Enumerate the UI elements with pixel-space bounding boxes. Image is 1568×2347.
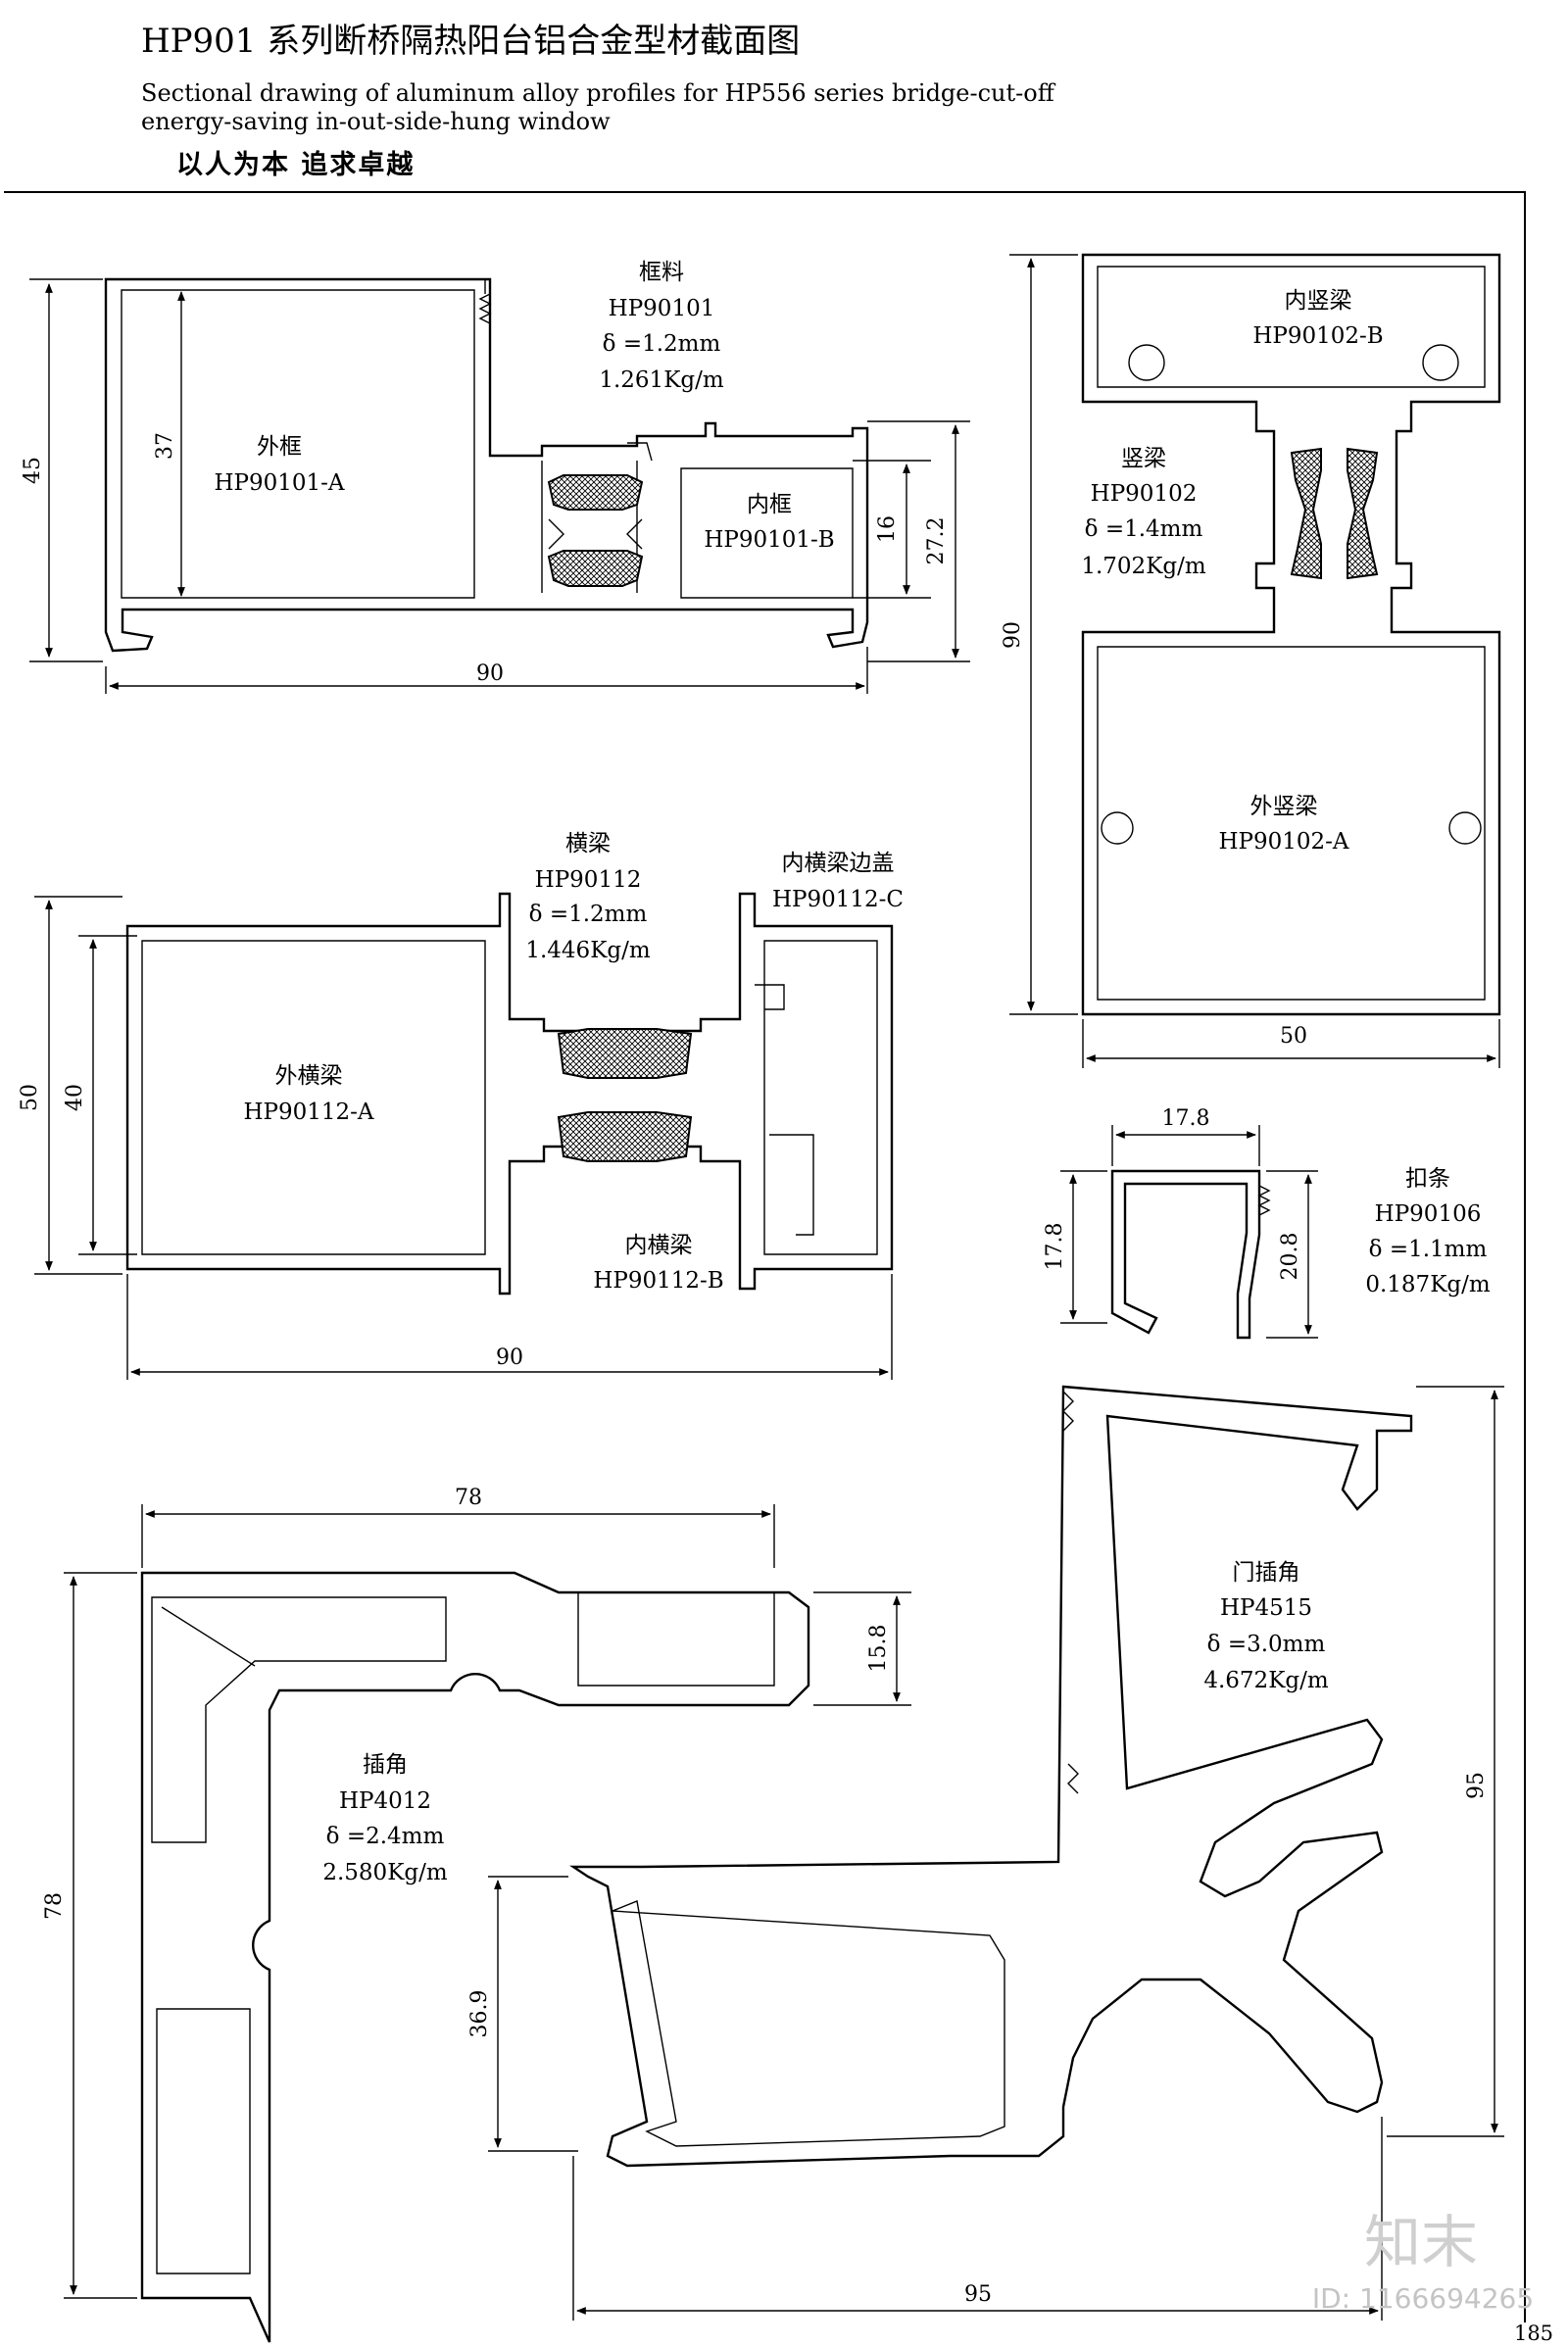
frame-inner-name: 内框: [747, 492, 792, 517]
corner-profile: [140, 1571, 810, 2343]
mullion-weight: 1.702Kg/m: [1081, 554, 1205, 579]
bead-name: 扣条: [1405, 1166, 1450, 1192]
corner-thickness: δ =2.4mm: [326, 1824, 445, 1849]
bead-weight: 0.187Kg/m: [1365, 1272, 1490, 1297]
mullion-outer-code: HP90102-A: [1218, 829, 1348, 855]
frame-outer-name: 外框: [257, 434, 302, 460]
mullion-code: HP90102: [1091, 481, 1198, 507]
watermark-id: ID: 1166694265: [1312, 2282, 1534, 2315]
english-title-line2: energy-saving in-out-side-hung window: [141, 108, 611, 135]
mullion-profile: [1081, 253, 1501, 1016]
bead-code: HP90106: [1375, 1201, 1482, 1227]
corner-dimensions: [64, 1504, 911, 2299]
corner-dim-width: 78: [455, 1486, 482, 1510]
page-number: 185: [1514, 2322, 1553, 2345]
mullion-dim-height: 90: [1001, 621, 1025, 649]
transom-dim-height: 50: [18, 1084, 42, 1111]
bead-thickness: δ =1.1mm: [1369, 1237, 1488, 1262]
bead-dim-width: 17.8: [1162, 1106, 1210, 1131]
transom-outer-name: 外横梁: [275, 1063, 343, 1089]
frame-dim-inner-height: 37: [153, 432, 177, 460]
mullion-inner-code: HP90102-B: [1252, 323, 1383, 349]
transom-name: 横梁: [565, 831, 611, 856]
door-corner-name: 门插角: [1233, 1560, 1300, 1586]
frame-outer-code: HP90101-A: [214, 470, 344, 496]
transom-cover-name: 内横梁边盖: [782, 851, 895, 876]
bead-dim-height2: 20.8: [1278, 1233, 1302, 1281]
mullion-outer-name: 外竖梁: [1250, 794, 1318, 819]
transom-dimensions: [34, 896, 893, 1380]
transom-cover-code: HP90112-C: [772, 887, 904, 912]
frame-dimensions: [29, 278, 970, 694]
door-corner-dim-width: 95: [964, 2282, 992, 2307]
corner-name: 插角: [363, 1752, 408, 1778]
door-corner-code: HP4515: [1220, 1595, 1312, 1621]
mullion-name: 竖梁: [1121, 446, 1166, 471]
transom-dim-width: 90: [496, 1345, 523, 1370]
bead-dim-height: 17.8: [1043, 1223, 1067, 1271]
door-corner-dim-height: 95: [1464, 1772, 1489, 1799]
mullion-dimensions: [1009, 254, 1500, 1068]
corner-dim-height: 78: [42, 1892, 67, 1920]
transom-code: HP90112: [535, 867, 642, 893]
english-title-line1: Sectional drawing of aluminum alloy prof…: [141, 79, 1054, 107]
mullion-dim-width: 50: [1280, 1024, 1307, 1049]
frame-code: HP90101: [609, 296, 715, 321]
transom-inner-name: 内横梁: [625, 1233, 693, 1258]
frame-dim-inner-a: 16: [875, 515, 900, 543]
door-corner-thickness: δ =3.0mm: [1207, 1632, 1326, 1657]
slogan: 以人为本 追求卓越: [176, 150, 416, 180]
frame-dim-width: 90: [476, 661, 504, 686]
transom-dim-inner-height: 40: [63, 1084, 87, 1111]
watermark-logo: 知末: [1364, 2209, 1478, 2275]
mullion-inner-name: 内竖梁: [1285, 288, 1352, 314]
door-corner-profile: [569, 1385, 1413, 2168]
corner-dim-thick: 15.8: [866, 1625, 891, 1673]
door-corner-dim-leg: 36.9: [467, 1990, 492, 2038]
transom-inner-code: HP90112-B: [593, 1268, 723, 1294]
corner-weight: 2.580Kg/m: [322, 1860, 447, 1885]
transom-weight: 1.446Kg/m: [525, 938, 650, 963]
transom-profile: [125, 892, 894, 1296]
transom-thickness: δ =1.2mm: [529, 902, 648, 927]
door-corner-dimensions: [488, 1386, 1504, 2321]
frame-name: 框料: [639, 260, 684, 285]
corner-code: HP4012: [339, 1788, 431, 1814]
bead-profile: [1110, 1169, 1271, 1340]
frame-dim-inner-b: 27.2: [924, 517, 949, 565]
frame-dim-height: 45: [21, 457, 45, 484]
transom-outer-code: HP90112-A: [243, 1100, 373, 1125]
frame-weight: 1.261Kg/m: [599, 367, 723, 393]
frame-thickness: δ =1.2mm: [603, 331, 721, 357]
page-title: HP901 系列断桥隔热阳台铝合金型材截面图: [141, 22, 801, 61]
door-corner-weight: 4.672Kg/m: [1203, 1668, 1328, 1693]
sheet-border: [4, 191, 1526, 2323]
bead-dimensions: [1060, 1125, 1318, 1339]
mullion-thickness: δ =1.4mm: [1085, 516, 1203, 542]
frame-inner-code: HP90101-B: [704, 527, 834, 553]
frame-profile: [104, 277, 869, 653]
